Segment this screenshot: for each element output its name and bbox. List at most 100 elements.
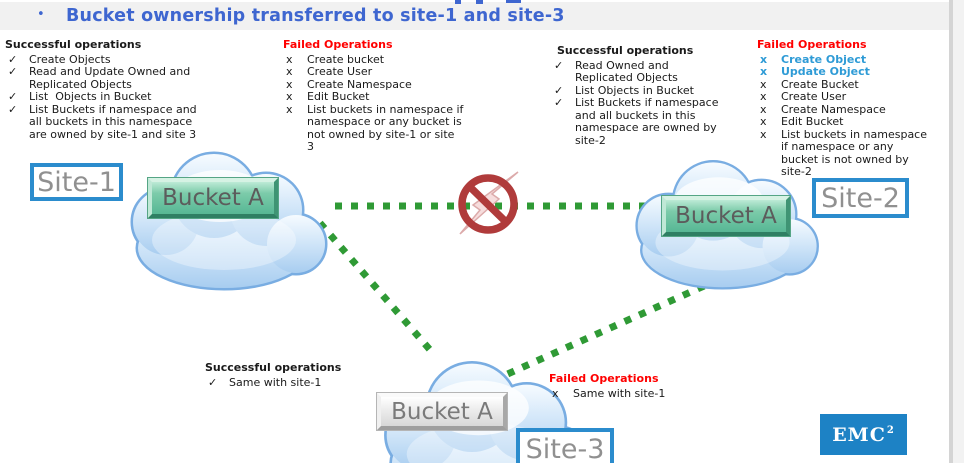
site-2-label-text: Site-2 <box>821 182 900 214</box>
operation-text: List buckets in namespace if namespace o… <box>307 102 464 153</box>
check-mark-icon: ✓ <box>554 83 564 97</box>
failed-operations-heading: Failed Operations <box>549 372 659 385</box>
x-mark-icon: x <box>760 90 767 103</box>
x-mark-icon: x <box>760 65 768 78</box>
operation-item: x Same with site-1 <box>549 386 666 401</box>
check-mark-icon: ✓ <box>8 65 18 78</box>
x-mark-icon: x <box>286 102 293 116</box>
x-mark-icon: x <box>760 52 768 66</box>
site-1-label: Site-1 <box>30 163 123 201</box>
prohibition-ring <box>458 174 518 234</box>
check-mark-icon: ✓ <box>8 90 18 103</box>
operation-item: ✓ Create Objects <box>5 52 197 67</box>
operation-item: ✓Read and Update Owned and Replicated Ob… <box>5 65 197 91</box>
operation-text: Create Namespace <box>781 102 886 116</box>
window-edge-line <box>949 0 953 463</box>
operation-text: Edit Bucket <box>781 115 844 128</box>
operation-item: ✓ List Objects in Bucket <box>551 83 718 98</box>
x-mark-icon: x <box>286 90 293 103</box>
operation-text: List Buckets if namespace and all bucket… <box>575 96 719 147</box>
operation-item: ✓ List Objects in Bucket <box>5 90 197 104</box>
operation-text: Edit Bucket <box>307 90 370 103</box>
title-bar: • Bucket ownership transferred to site-1… <box>0 2 950 30</box>
failed-operations-heading: Failed Operations <box>757 38 867 51</box>
bucket-a-box-site-2: Bucket A <box>661 195 791 237</box>
site2-successful-operations: Successful operations ✓ Read Owned and Re… <box>551 44 719 148</box>
operation-item: x List buckets in namespace if namespace … <box>757 127 928 179</box>
site1-successful-operations: Successful operations ✓ Create Objects✓Re… <box>5 38 197 142</box>
failed-operations-heading: Failed Operations <box>283 38 393 51</box>
bucket-a-box-site-1: Bucket A <box>147 177 279 219</box>
x-mark-icon: x <box>286 77 293 91</box>
operation-text: Create User <box>781 90 847 103</box>
clipped-text-remnant <box>506 0 521 3</box>
check-mark-icon: ✓ <box>554 96 564 109</box>
site-3-label-text: Site-3 <box>525 433 605 463</box>
title-bullet: • <box>37 7 45 22</box>
operation-item: ✓Same with site-1 <box>205 375 341 390</box>
emc-logo-text: EMC <box>832 423 886 446</box>
operation-item: x Update Object <box>757 65 927 79</box>
operation-text: Update Object <box>781 65 870 78</box>
window-edge-panel <box>953 0 964 463</box>
x-mark-icon: x <box>760 127 767 141</box>
operations-list: ✓ Read Owned and Replicated Objects ✓ List … <box>551 58 719 148</box>
operation-item: ✓ List Buckets if namespace and all bucke… <box>5 102 197 142</box>
prohibition-slash <box>466 183 510 226</box>
check-mark-icon: ✓ <box>8 52 18 66</box>
operation-text: List Objects in Bucket <box>29 90 152 103</box>
x-mark-icon: x <box>286 52 293 66</box>
site3-failed-operations: Failed Operations x Same with site-1 <box>549 372 666 401</box>
operation-text: Create bucket <box>307 52 385 66</box>
operation-text: Read Owned and Replicated Objects <box>575 58 678 84</box>
site-3-label: Site-3 <box>516 428 614 463</box>
operations-list: ✓ Create Objects✓Read and Update Owned an… <box>5 52 197 142</box>
successful-operations-heading: Successful operations <box>557 44 694 57</box>
site3-successful-operations: Successful operations ✓Same with site-1 <box>205 361 341 390</box>
x-mark-icon: x <box>760 115 767 128</box>
site-2-label: Site-2 <box>812 178 909 218</box>
operation-text: List buckets in namespace if namespace o… <box>781 127 928 178</box>
x-mark-icon: x <box>286 65 293 78</box>
bucket-a-label: Bucket A <box>391 398 493 425</box>
operation-text: Same with site-1 <box>229 375 322 389</box>
bucket-a-box-site-3: Bucket A <box>376 392 508 431</box>
check-mark-icon: ✓ <box>554 58 564 72</box>
clipped-text-remnant <box>476 0 483 4</box>
operation-item: x Edit Bucket <box>757 115 927 129</box>
no-replication-icon <box>458 171 519 235</box>
bucket-a-label: Bucket A <box>162 185 264 211</box>
x-mark-icon: x <box>760 102 767 116</box>
check-mark-icon: ✓ <box>8 102 18 116</box>
operation-text: Create User <box>307 65 373 78</box>
operation-item: ✓ List Buckets if namespace and all bucke… <box>551 96 719 147</box>
link-site1-site3 <box>317 220 434 354</box>
operation-text: Same with site-1 <box>573 386 666 400</box>
operations-list: x Same with site-1 <box>549 386 666 401</box>
operation-text: Create Namespace <box>307 77 412 91</box>
operation-text: Create Bucket <box>781 77 859 91</box>
operation-item: x Edit Bucket <box>283 90 463 104</box>
operation-item: x Create User <box>757 90 927 104</box>
operation-text: List Objects in Bucket <box>575 83 694 97</box>
bucket-a-label: Bucket A <box>675 203 777 229</box>
operation-text: List Buckets if namespace and all bucket… <box>29 102 197 141</box>
operation-item: x Create Bucket <box>757 77 927 92</box>
operations-list: ✓Same with site-1 <box>205 375 341 390</box>
operation-item: x Create Namespace <box>757 102 927 117</box>
operation-item: x Create Namespace <box>283 77 463 92</box>
operation-text: Create Objects <box>29 52 111 66</box>
cloud-site-1 <box>113 142 335 294</box>
x-mark-icon: x <box>552 386 559 400</box>
successful-operations-heading: Successful operations <box>5 38 142 51</box>
operation-item: ✓ Read Owned and Replicated Objects <box>551 58 718 85</box>
x-mark-icon: x <box>760 77 767 91</box>
operation-item: x List buckets in namespace if namespace … <box>283 102 464 154</box>
